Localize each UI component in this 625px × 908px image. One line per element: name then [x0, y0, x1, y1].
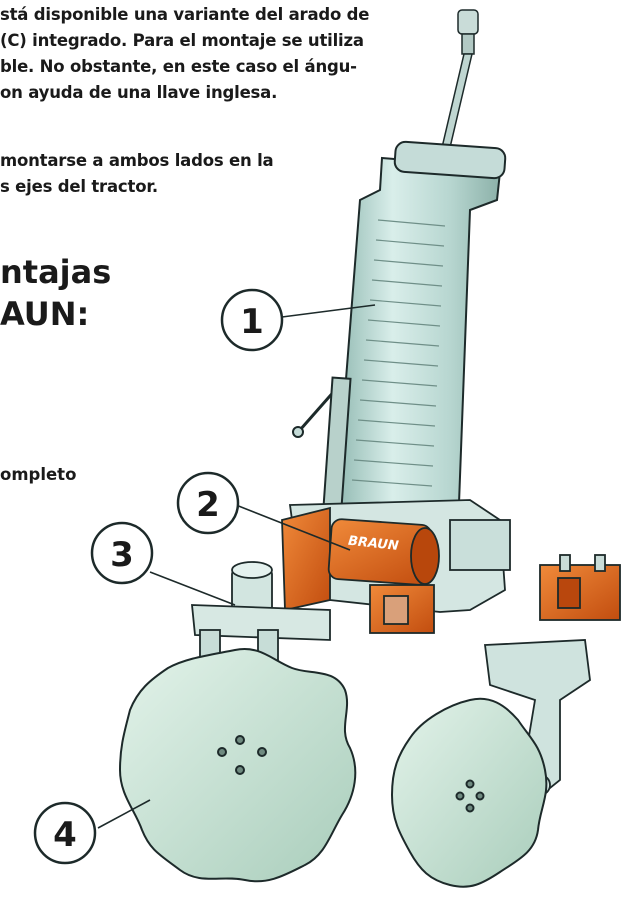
brand-label: BRAUN	[347, 534, 399, 554]
heading-line-1: ntajas	[0, 253, 112, 291]
leader-lines	[97, 304, 376, 829]
text-line: s ejes del tractor.	[0, 177, 158, 196]
callout-label: 1	[240, 302, 264, 342]
paragraph-middle: montarse a ambos lados en la s ejes del …	[0, 148, 274, 200]
text-line: ble. No obstante, en este caso el ángu-	[0, 57, 357, 76]
callout-4: 4	[33, 801, 97, 865]
right-clamp	[539, 554, 621, 621]
callout-2: 2	[176, 471, 240, 535]
callout-label: 4	[53, 815, 77, 855]
rear-disc	[390, 697, 548, 888]
front-disc	[118, 648, 357, 883]
text-line: montarse a ambos lados en la	[0, 151, 274, 170]
paragraph-top: stá disponible una variante del arado de…	[0, 2, 369, 106]
text-line: stá disponible una variante del arado de	[0, 5, 370, 24]
text-line: on ayuda de una llave inglesa.	[0, 83, 278, 102]
callout-label: 3	[110, 535, 134, 575]
braun-clamp: BRAUN	[281, 506, 440, 634]
callout-label: 2	[196, 485, 220, 525]
text-line: (C) integrado. Para el montaje se utiliz…	[0, 31, 364, 50]
side-text: ompleto	[0, 465, 77, 484]
callout-3: 3	[90, 521, 154, 585]
spring-cylinder	[292, 140, 507, 532]
heading-line-2: AUN:	[0, 295, 90, 333]
callout-1: 1	[220, 288, 284, 352]
